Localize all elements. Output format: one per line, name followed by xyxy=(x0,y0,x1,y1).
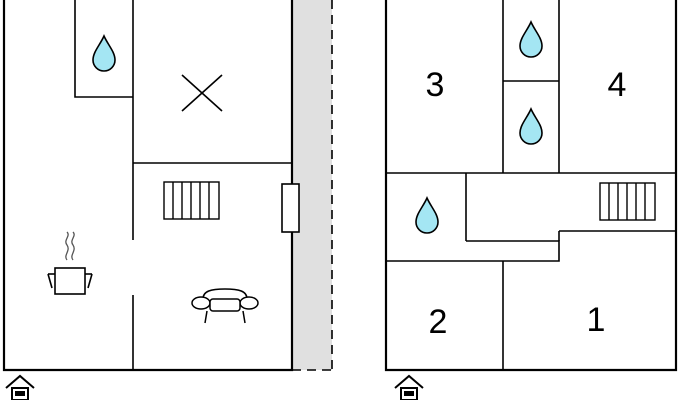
upper-outer-wall xyxy=(384,0,678,372)
water-drop-icon xyxy=(92,35,116,72)
bedroom-1-label: 1 xyxy=(587,301,606,339)
cross-mark-icon xyxy=(181,74,223,112)
ground-outer-wall xyxy=(2,0,294,372)
bedroom-4-label: 4 xyxy=(608,66,627,104)
cooking-pot-icon xyxy=(47,231,93,295)
bathroom-wall xyxy=(74,0,133,98)
bedroom-3-label: 3 xyxy=(426,66,445,104)
water-drop-icon xyxy=(519,108,543,145)
sofa-icon xyxy=(191,288,259,324)
hallway-wall xyxy=(386,240,560,262)
upper-floor-plan: 3 4 2 1 xyxy=(384,0,678,400)
balcony-door xyxy=(281,183,300,233)
water-drop-icon xyxy=(519,21,543,58)
entrance-house-icon xyxy=(5,374,35,400)
stairs-icon xyxy=(163,181,220,220)
water-drop-icon xyxy=(415,197,439,234)
ground-floor-plan xyxy=(2,0,333,400)
bedroom-2-label: 2 xyxy=(429,303,448,341)
stairs-icon xyxy=(599,182,656,221)
entrance-house-icon xyxy=(394,374,424,400)
